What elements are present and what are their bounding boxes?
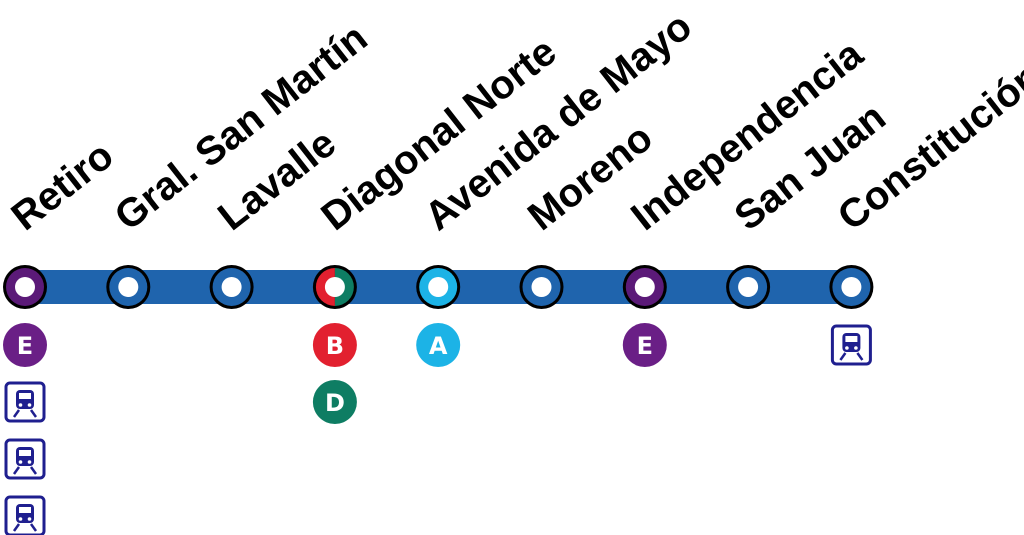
train-icon-light-right — [854, 346, 858, 350]
train-icon-window — [845, 336, 858, 342]
line-badge-circle — [312, 323, 357, 367]
station-center — [428, 277, 449, 297]
train-icon-body — [16, 504, 34, 523]
line-badge-circle — [3, 323, 47, 367]
train-icon-light-left — [18, 460, 23, 464]
station-marker-san-juan[interactable] — [726, 265, 771, 309]
station-marker-retiro[interactable] — [3, 265, 47, 309]
train-icon-rail-right — [856, 352, 864, 361]
line-badge-letter: A — [429, 332, 448, 360]
train-icon-window — [19, 450, 31, 456]
train-icon-light-right — [27, 460, 32, 464]
train-icon-body — [16, 447, 34, 466]
train-icon-rail-right — [29, 523, 38, 532]
line-badge-letter: E — [637, 332, 653, 360]
train-icon-rail-left — [839, 352, 847, 361]
train-icon — [4, 438, 46, 480]
line-badge-circle — [622, 323, 667, 367]
stations-layer — [3, 265, 874, 309]
connection-line-e-badge: E — [3, 323, 47, 367]
station-center — [118, 277, 139, 297]
train-icon — [830, 324, 872, 366]
train-icon-light-left — [18, 403, 23, 407]
connection-line-a-badge: A — [416, 323, 461, 367]
line-badge-letter: E — [17, 332, 33, 360]
station-center — [841, 277, 862, 297]
station-center — [15, 277, 35, 297]
line-badge-letter: B — [326, 332, 344, 360]
station-marker-gral-san-martin[interactable] — [106, 265, 151, 309]
train-icon-rail-left — [12, 409, 21, 418]
train-icon-rail-left — [12, 523, 21, 532]
train-icon-light-left — [18, 517, 23, 521]
line-badge-circle — [416, 323, 461, 367]
station-center — [738, 277, 759, 297]
line-badge-letter: D — [325, 389, 345, 417]
train-icon-body — [842, 333, 861, 352]
train-icon-window — [19, 393, 31, 399]
station-center — [634, 277, 655, 297]
station-center — [221, 277, 242, 297]
train-icon-rail-right — [29, 409, 38, 418]
station-marker-diagonal-norte[interactable] — [312, 265, 357, 309]
train-icon-rail-right — [29, 466, 38, 475]
train-icon-body — [16, 390, 34, 409]
station-label-retiro: Retiro — [3, 133, 121, 239]
train-icon-light-right — [27, 517, 32, 521]
train-icon — [4, 381, 46, 423]
line-badge-circle — [312, 380, 357, 424]
connections-layer: E B D A E — [3, 323, 872, 535]
connection-line-d-badge: D — [312, 380, 357, 424]
connection-line-e-badge: E — [622, 323, 667, 367]
train-icon-light-left — [845, 346, 849, 350]
station-marker-lavalle[interactable] — [209, 265, 254, 309]
station-center — [324, 277, 345, 297]
station-marker-independencia[interactable] — [622, 265, 667, 309]
station-marker-constitucion[interactable] — [829, 265, 874, 309]
station-marker-avenida-de-mayo[interactable] — [416, 265, 461, 309]
train-icon-rail-left — [12, 466, 21, 475]
station-center — [531, 277, 552, 297]
train-icon-light-right — [27, 403, 32, 407]
station-marker-moreno[interactable] — [519, 265, 564, 309]
train-icon — [4, 495, 46, 535]
train-icon-window — [19, 507, 31, 513]
connection-line-b-badge: B — [312, 323, 357, 367]
